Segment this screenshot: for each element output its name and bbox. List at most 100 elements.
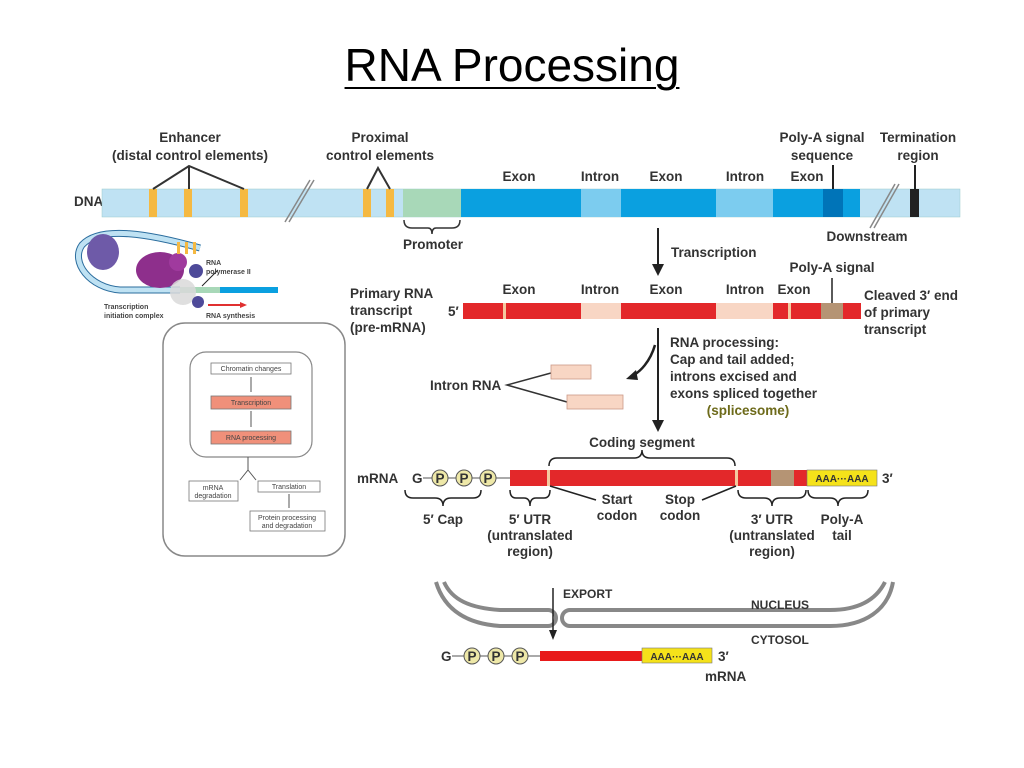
termination-label: Termination bbox=[880, 130, 956, 145]
excised-intron bbox=[566, 394, 624, 410]
polya-seq-label: AAA···AAA bbox=[815, 474, 868, 485]
rna-polymerase-label: RNA bbox=[206, 260, 221, 267]
page-title: RNA Processing bbox=[344, 39, 680, 91]
pre-exon-label: Exon bbox=[649, 282, 682, 297]
start-codon-sublabel: codon bbox=[597, 508, 638, 523]
pre-mrna-label: Primary RNA bbox=[350, 286, 434, 301]
polya-tail-sublabel: tail bbox=[832, 528, 852, 543]
pre-mrna-intron bbox=[716, 303, 773, 319]
mature-mrna: mRNA G P P P AAA···AAA 3′ Coding segment… bbox=[357, 435, 893, 559]
start-codon-label: Start bbox=[602, 492, 633, 507]
polya-tail-label: Poly-A bbox=[821, 512, 864, 527]
polya-tail-box bbox=[806, 469, 878, 487]
enhancer-element bbox=[149, 189, 157, 217]
mrna-label: mRNA bbox=[357, 471, 399, 486]
five-utr-sublabel2: region) bbox=[507, 544, 553, 559]
pre-mrna-transcript: Primary RNA transcript (pre-mRNA) 5′ Exo… bbox=[350, 260, 958, 337]
intron-block bbox=[716, 189, 773, 217]
initiation-complex-label: Transcription bbox=[104, 304, 148, 311]
five-utr-sublabel: (untranslated bbox=[487, 528, 573, 543]
pre-exon-label: Exon bbox=[777, 282, 810, 297]
exon-block bbox=[843, 189, 860, 217]
enhancer-label: Enhancer bbox=[159, 130, 221, 145]
cleaved-sublabel: of primary bbox=[864, 305, 931, 320]
intron-block bbox=[581, 189, 621, 217]
export-label: EXPORT bbox=[563, 587, 613, 601]
pre-mrna-sublabel: transcript bbox=[350, 303, 413, 318]
mrna-degradation-box: mRNA bbox=[203, 485, 224, 492]
three-utr-sublabel2: region) bbox=[749, 544, 795, 559]
dna-label: DNA bbox=[74, 194, 103, 209]
proximal-sublabel: control elements bbox=[326, 148, 434, 163]
cleaved-sublabel2: transcript bbox=[864, 322, 927, 337]
polya-signal-seq-sublabel: sequence bbox=[791, 148, 854, 163]
processing-text: introns excised and bbox=[670, 369, 797, 384]
enhancer-sublabel: (distal control elements) bbox=[112, 148, 268, 163]
intron-rna-label: Intron RNA bbox=[430, 378, 501, 393]
pre-mrna-polya-signal bbox=[821, 303, 843, 319]
exon-block bbox=[773, 189, 823, 217]
phosphate-label: P bbox=[435, 471, 444, 486]
processing-text: RNA processing: bbox=[670, 335, 779, 350]
initiation-complex-sublabel: initiation complex bbox=[104, 313, 164, 320]
enhancer-element bbox=[184, 189, 192, 217]
promoter-region bbox=[403, 189, 461, 217]
enhancer-element bbox=[240, 189, 248, 217]
proximal-element bbox=[363, 189, 371, 217]
dna-exon-label: Exon bbox=[790, 169, 823, 184]
downstream-label: Downstream bbox=[826, 229, 907, 244]
protein-processing-sub: and degradation bbox=[262, 523, 313, 530]
dna-exon-label: Exon bbox=[649, 169, 682, 184]
five-utr-label: 5′ UTR bbox=[509, 512, 551, 527]
pre-mrna-intron bbox=[581, 303, 621, 319]
exon-block bbox=[621, 189, 716, 217]
coding-segment-label: Coding segment bbox=[589, 435, 695, 450]
transcription-label: Transcription bbox=[671, 245, 757, 260]
dna-intron-label: Intron bbox=[581, 169, 619, 184]
cleaved-label: Cleaved 3′ end bbox=[864, 288, 958, 303]
protein-processing-box: Protein processing bbox=[258, 515, 316, 522]
three-utr-sublabel: (untranslated bbox=[729, 528, 815, 543]
termination-sublabel: region bbox=[897, 148, 938, 163]
pre-mrna-bar bbox=[463, 303, 861, 319]
dna-intron-label: Intron bbox=[726, 169, 764, 184]
transcription-box: Transcription bbox=[231, 400, 271, 407]
polya-signal-seq-label: Poly-A signal bbox=[779, 130, 864, 145]
rna-processing-step: RNA processing: Cap and tail added; intr… bbox=[430, 328, 818, 432]
phosphate-label: P bbox=[515, 649, 524, 664]
chromatin-changes-box: Chromatin changes bbox=[221, 366, 282, 373]
stop-codon-label: Stop bbox=[665, 492, 695, 507]
proximal-label: Proximal bbox=[351, 130, 408, 145]
termination-block bbox=[910, 189, 919, 217]
translation-box: Translation bbox=[272, 484, 306, 491]
mrna-degradation-sub: degradation bbox=[195, 493, 232, 500]
transcription-initiation-inset: RNA polymerase II Transcription initiati… bbox=[74, 229, 278, 320]
pre-polya-signal-label: Poly-A signal bbox=[789, 260, 874, 275]
exported-mrna-bar bbox=[540, 651, 642, 661]
processing-text: Cap and tail added; bbox=[670, 352, 795, 367]
dna-exon-label: Exon bbox=[502, 169, 535, 184]
five-cap-label: 5′ Cap bbox=[423, 512, 463, 527]
three-prime-label: 3′ bbox=[882, 471, 893, 486]
pre-exon-label: Exon bbox=[502, 282, 535, 297]
pre-mrna-sublabel2: (pre-mRNA) bbox=[350, 320, 426, 335]
pre-intron-label: Intron bbox=[581, 282, 619, 297]
export-mrna-label: mRNA bbox=[705, 669, 747, 684]
rna-synthesis-label: RNA synthesis bbox=[206, 313, 255, 320]
splicesome-label: (splicesome) bbox=[707, 403, 790, 418]
polya-signal-block bbox=[823, 189, 843, 217]
nucleus-label: NUCLEUS bbox=[751, 598, 809, 612]
dna-strand: DNA Enhancer (distal control elements) P… bbox=[74, 130, 961, 252]
protein-blob bbox=[87, 234, 119, 270]
excised-intron bbox=[550, 364, 592, 380]
nuclear-export: EXPORT NUCLEUS CYTOSOL G P P P AAA···AAA… bbox=[434, 581, 895, 684]
exon-block bbox=[461, 189, 581, 217]
phosphate-label: P bbox=[483, 471, 492, 486]
five-prime-label: 5′ bbox=[448, 304, 459, 319]
pre-intron-label: Intron bbox=[726, 282, 764, 297]
three-utr-label: 3′ UTR bbox=[751, 512, 793, 527]
rna-processing-box: RNA processing bbox=[226, 435, 276, 442]
export-polya-label: AAA···AAA bbox=[650, 652, 703, 663]
promoter-label: Promoter bbox=[403, 237, 464, 252]
phosphate-label: P bbox=[459, 471, 468, 486]
